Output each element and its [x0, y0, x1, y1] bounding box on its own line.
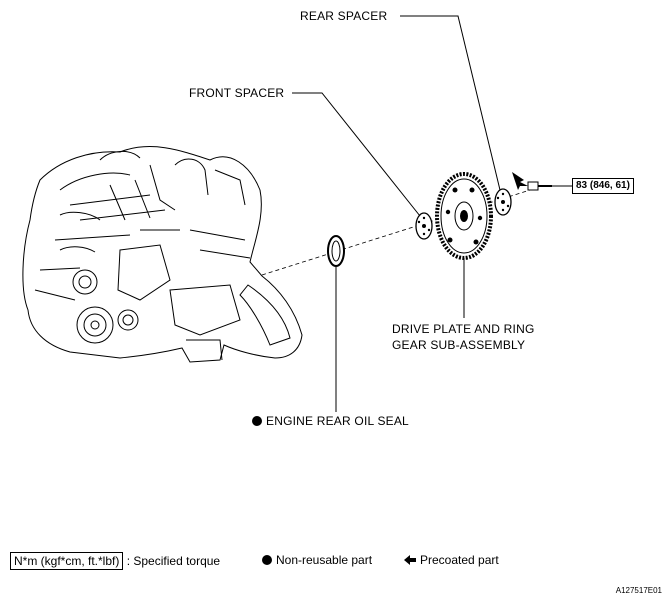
front-spacer-label: FRONT SPACER: [189, 86, 285, 100]
figure-id: A127517E01: [615, 586, 662, 595]
front-spacer-part: [415, 212, 433, 240]
legend-torque-desc: : Specified torque: [126, 554, 221, 568]
precoated-arrow-icon: [404, 555, 410, 565]
non-reusable-dot-icon: [252, 416, 262, 426]
legend-non-reusable-text: Non-reusable part: [276, 553, 373, 567]
legend-torque-unit: N*m (kgf*cm, ft.*lbf): [10, 552, 124, 570]
engine-rear-oil-seal-label: ENGINE REAR OIL SEAL: [252, 414, 409, 428]
leader-lines: [292, 15, 572, 412]
drive-plate-label-line1: DRIVE PLATE AND RING: [392, 322, 535, 336]
rear-spacer-label: REAR SPACER: [300, 9, 388, 23]
legend-precoated: Precoated part: [404, 552, 499, 568]
oil-seal-part: [327, 235, 345, 267]
non-reusable-dot-icon: [262, 555, 272, 565]
bolt-part: [527, 181, 552, 191]
engine-illustration: [22, 146, 303, 363]
drive-plate-part: [435, 172, 493, 260]
legend-non-reusable: Non-reusable part: [262, 552, 372, 568]
rear-spacer-part: [494, 188, 512, 216]
legend-precoated-text: Precoated part: [420, 553, 499, 567]
torque-spec-box: 83 (846, 61): [572, 178, 634, 194]
drive-plate-label-line2: GEAR SUB-ASSEMBLY: [392, 338, 526, 352]
engine-rear-oil-seal-text: ENGINE REAR OIL SEAL: [266, 414, 409, 428]
legend-torque: N*m (kgf*cm, ft.*lbf) : Specified torque: [10, 552, 220, 570]
precoated-arrow-icon: [512, 172, 528, 190]
